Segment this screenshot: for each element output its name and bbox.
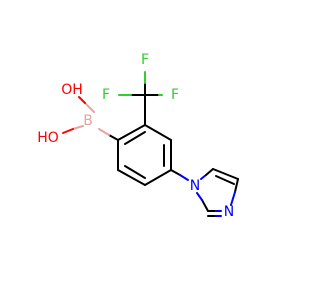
imidazole-c3-n-bond-c bbox=[234, 178, 239, 193]
ring-double-bond-1 bbox=[124, 131, 146, 145]
lower-ho-label: HO bbox=[37, 130, 59, 146]
boron-label: B bbox=[83, 113, 93, 129]
imidazole-n1-label: N bbox=[190, 178, 200, 194]
ring-to-b-bond bbox=[108, 134, 119, 141]
ring-double-bond-3 bbox=[124, 165, 146, 179]
molecule-structure: B OH HO F F F N N bbox=[37, 52, 239, 220]
ring-to-n-bond-c bbox=[170, 169, 181, 176]
ring-to-n-bond-n bbox=[179, 174, 189, 181]
imidazole-c2-c3-double-bond bbox=[215, 175, 235, 185]
ring-bond-4 bbox=[144, 169, 172, 186]
fluorine-top-label: F bbox=[141, 52, 149, 68]
b-o-upper-bond-o-side bbox=[78, 96, 86, 104]
imidazole-c-n1-bond-n bbox=[196, 192, 203, 201]
b-ring-bond-b-side bbox=[98, 128, 110, 136]
fluorine-right-label: F bbox=[171, 87, 179, 103]
fluorine-left-label: F bbox=[102, 87, 110, 103]
imidazole-n1-c2-bond-n bbox=[200, 174, 207, 180]
b-o-lower-bond-o-side bbox=[62, 128, 74, 134]
molecule-canvas: B OH HO F F F N N bbox=[37, 52, 239, 220]
ring-bond-1 bbox=[117, 124, 146, 141]
ring-bond-2 bbox=[144, 124, 172, 141]
upper-oh-label: OH bbox=[61, 82, 83, 98]
ring-bond-5 bbox=[117, 169, 146, 186]
imidazole-n1-c2-bond-c bbox=[205, 168, 214, 176]
imidazole-c-n1-bond-c bbox=[201, 199, 209, 212]
imidazole-c3-n-bond-n bbox=[230, 191, 236, 206]
imidazole-c2-c3-bond bbox=[212, 168, 239, 180]
b-o-lower-bond-b-side bbox=[72, 125, 84, 130]
b-o-upper-bond-b-side bbox=[84, 102, 95, 113]
imidazole-n3-label: N bbox=[224, 204, 234, 220]
